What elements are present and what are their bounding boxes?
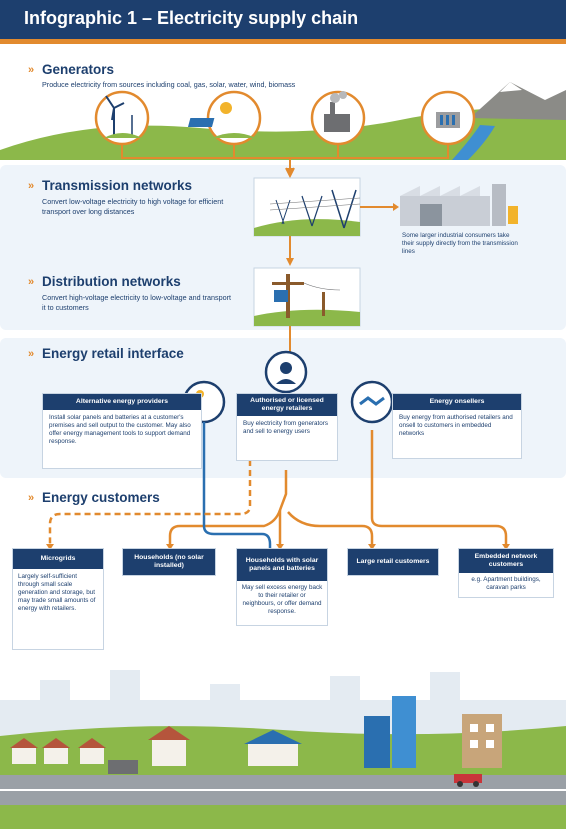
chevron-icon: » [28,492,35,504]
households-solar-header: Households with solar panels and batteri… [237,549,327,581]
generator-connectors [121,144,449,179]
distribution-desc: Convert high-voltage electricity to low-… [42,293,231,312]
retailer-icon [264,350,308,394]
solar-farm-icon [187,90,262,146]
chevron-icon: » [28,180,35,192]
industrial-note: Some larger industrial consumers take th… [402,232,518,255]
large-retail-header: Large retail customers [348,549,438,575]
microgrids-body: Largely self-sufficient through small sc… [18,573,96,612]
page-title: Infographic 1 – Electricity supply chain [24,8,359,28]
flow-arrowheads [46,544,510,550]
generators-title: Generators [42,62,115,77]
customer-flow-lines [48,422,508,548]
customers-title: Energy customers [42,490,160,505]
distribution-illustration [253,267,361,327]
authorised-retailers-body: Buy electricity from generators and sell… [243,420,329,435]
households-no-solar-card: Households (no solar installed) [122,548,216,576]
transmission-title: Transmission networks [42,178,193,193]
distribution-arrow [286,258,294,266]
microgrids-header: Microgrids [13,549,103,569]
factory-icon [400,184,518,226]
households-solar-card: Households with solar panels and batteri… [236,548,328,626]
apartment-icons [364,696,502,768]
alternative-providers-body: Install solar panels and batteries at a … [49,414,191,445]
industrial-arrow [393,203,399,211]
embedded-network-card: Embedded network customers e.g. Apartmen… [458,548,554,598]
energy-onsellers-header: Energy onsellers [393,394,521,410]
alternative-providers-card: Alternative energy providers Install sol… [42,393,202,469]
hydro-dam-icon [420,90,476,146]
chevron-icon: » [28,64,35,76]
transmission-illustration [253,177,361,237]
title-bar [0,0,566,44]
microgrids-card: Microgrids Largely self-sufficient throu… [12,548,104,650]
generators-desc: Produce electricity from sources includi… [42,80,296,89]
large-retail-card: Large retail customers [347,548,439,576]
authorised-retailers-card: Authorised or licensed energy retailers … [236,393,338,461]
wind-turbine-icon [94,90,150,146]
households-solar-body: May sell excess energy back to their ret… [241,584,323,615]
embedded-network-header: Embedded network customers [459,549,553,573]
retail-title: Energy retail interface [42,346,184,361]
generator-landscape [0,82,566,160]
transmission-desc: Convert low-voltage electricity to high … [42,197,224,216]
embedded-network-body: e.g. Apartment buildings, caravan parks [471,576,541,591]
city-skyline [0,670,566,829]
chevron-icon: » [28,348,35,360]
vehicle-icons [108,760,482,787]
households-no-solar-header: Households (no solar installed) [123,549,215,575]
energy-onsellers-body: Buy energy from authorised retailers and… [399,414,513,437]
house-icons [10,726,302,766]
authorised-retailers-header: Authorised or licensed energy retailers [237,394,337,416]
coal-plant-icon [310,90,366,146]
alternative-providers-header: Alternative energy providers [43,394,201,410]
handshake-icon [350,380,394,424]
distribution-title: Distribution networks [42,274,181,289]
energy-onsellers-card: Energy onsellers Buy energy from authori… [392,393,522,459]
chevron-icon: » [28,276,35,288]
